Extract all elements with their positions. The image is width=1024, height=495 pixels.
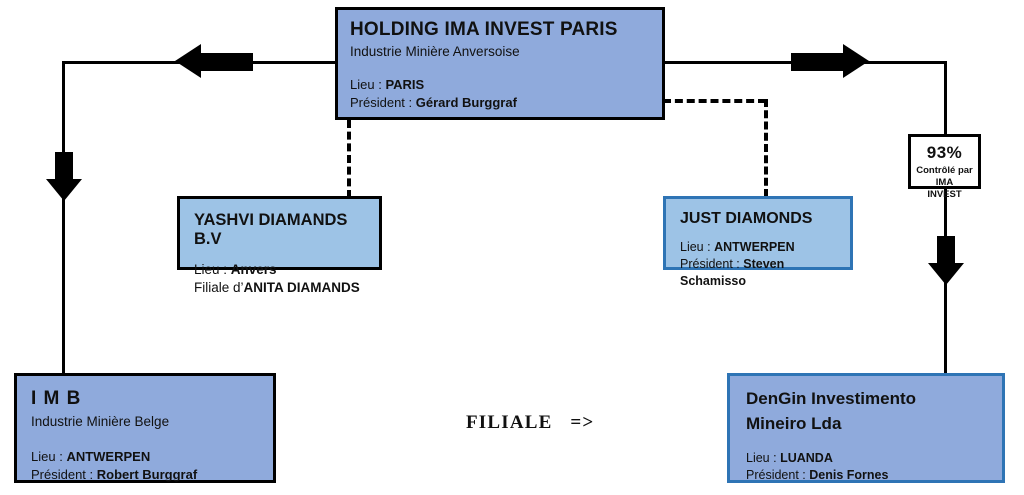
legend-filiale-label: FILIALE => xyxy=(466,412,595,433)
node-share-badge-93-percent[interactable]: 93% Contrôlé par IMA INVEST xyxy=(908,134,981,200)
connector-holding-to-just-dashed-horizontal xyxy=(663,99,766,103)
node-imb-lieu: Lieu : ANTWERPEN xyxy=(31,448,273,466)
node-holding-subtitle: Industrie Minière Anversoise xyxy=(350,43,520,59)
node-yashvi-filiale-value: ANITA DIAMANDS xyxy=(243,280,360,296)
node-yashvi-filiale: Filiale d’ANITA DIAMANDS xyxy=(194,279,379,297)
node-holding-lieu-value: PARIS xyxy=(385,77,425,93)
node-dengin-title: DenGin Investimento Mineiro Lda xyxy=(746,389,1002,433)
share-note: Contrôlé par IMA INVEST xyxy=(911,165,978,201)
node-holding-lieu-label: Lieu : xyxy=(350,77,382,93)
node-yashvi-lieu-value: Anvers xyxy=(230,261,277,277)
node-imb-details: Lieu : ANTWERPEN Président : Robert Burg… xyxy=(31,448,273,483)
node-imb-president: Président : Robert Burggraf xyxy=(31,466,273,484)
node-dengin-details: Lieu : LUANDA Président : Denis Fornes xyxy=(746,450,1002,484)
node-dengin-president-value: Denis Fornes xyxy=(809,467,889,482)
arrow-down-to-imb xyxy=(46,152,82,201)
connector-holding-to-share-vertical xyxy=(944,61,947,135)
node-imb-president-label: Président : xyxy=(31,466,94,482)
node-just-diamonds[interactable]: JUST DIAMONDS Lieu : ANTWERPEN Président… xyxy=(663,196,853,288)
node-just-lieu-value: ANTWERPEN xyxy=(714,240,795,255)
node-imb-president-value: Robert Burggraf xyxy=(96,466,198,482)
node-imb-title: I M B xyxy=(31,388,82,409)
node-dengin-president: Président : Denis Fornes xyxy=(746,467,1002,484)
node-just-title: JUST DIAMONDS xyxy=(680,210,813,227)
node-yashvi-lieu-label: Lieu : xyxy=(194,261,228,277)
node-yashvi-diamands[interactable]: YASHVI DIAMANDS B.V Lieu : Anvers Filial… xyxy=(177,196,382,295)
node-imb-lieu-value: ANTWERPEN xyxy=(66,449,151,465)
node-holding-details: Lieu : PARIS Président : Gérard Burggraf xyxy=(350,76,662,111)
node-just-lieu-label: Lieu : xyxy=(680,240,711,255)
node-holding-title: HOLDING IMA INVEST PARIS xyxy=(350,19,618,40)
node-dengin-investimento-mineiro[interactable]: DenGin Investimento Mineiro Lda Lieu : L… xyxy=(727,373,1005,483)
node-dengin-title-line2: Mineiro Lda xyxy=(746,413,842,433)
connector-holding-to-imb-vertical xyxy=(62,61,65,373)
node-holding-lieu: Lieu : PARIS xyxy=(350,76,662,94)
share-percent-value: 93% xyxy=(926,143,963,162)
node-dengin-lieu-value: LUANDA xyxy=(780,451,833,466)
arrow-right-to-dengin xyxy=(791,44,869,79)
node-yashvi-title: YASHVI DIAMANDS B.V xyxy=(194,211,348,248)
node-just-lieu: Lieu : ANTWERPEN xyxy=(680,239,850,256)
node-holding-president-label: Président : xyxy=(350,94,413,110)
node-imb[interactable]: I M B Industrie Minière Belge Lieu : ANT… xyxy=(14,373,276,483)
connector-holding-to-just-dashed-vertical xyxy=(764,99,768,197)
node-imb-subtitle: Industrie Minière Belge xyxy=(31,413,170,429)
node-holding-president-value: Gérard Burggraf xyxy=(415,94,517,110)
node-dengin-president-label: Président : xyxy=(746,467,806,482)
connector-holding-to-yashvi-dashed xyxy=(347,120,351,198)
node-holding-president: Président : Gérard Burggraf xyxy=(350,94,662,112)
node-yashvi-lieu: Lieu : Anvers xyxy=(194,261,379,279)
share-note-line1: Contrôlé par IMA xyxy=(916,165,973,188)
node-imb-lieu-label: Lieu : xyxy=(31,449,63,465)
node-dengin-lieu-label: Lieu : xyxy=(746,451,777,466)
arrow-down-to-dengin xyxy=(928,236,964,285)
node-just-president-label: Président : xyxy=(680,257,740,272)
node-yashvi-details: Lieu : Anvers Filiale d’ANITA DIAMANDS xyxy=(194,261,379,297)
node-just-details: Lieu : ANTWERPEN Président : Steven Scha… xyxy=(680,239,850,290)
node-just-president: Président : Steven Schamisso xyxy=(680,256,850,290)
node-holding-ima-invest-paris[interactable]: HOLDING IMA INVEST PARIS Industrie Miniè… xyxy=(335,7,665,120)
node-dengin-lieu: Lieu : LUANDA xyxy=(746,450,1002,467)
node-yashvi-filiale-label: Filiale d’ xyxy=(194,280,244,296)
node-just-president-value: Steven Schamisso xyxy=(680,257,785,289)
node-dengin-title-line1: DenGin Investimento xyxy=(746,389,917,408)
share-note-line2: INVEST xyxy=(927,188,962,200)
arrow-left-to-imb xyxy=(175,44,253,79)
